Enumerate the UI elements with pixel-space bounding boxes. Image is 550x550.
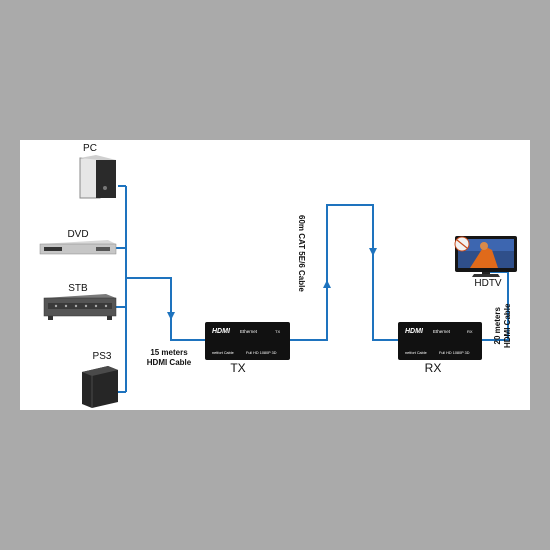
hdmi-out-length: 20 meters — [493, 307, 502, 345]
tx-logo: HDMI — [212, 328, 231, 335]
hdmi-out-type: HDMI Cable — [503, 303, 512, 348]
dvd-player-icon — [39, 240, 117, 255]
cat-cable — [290, 204, 398, 341]
cable-lines — [116, 185, 509, 393]
rx-model: RX — [467, 329, 473, 334]
stb-label: STB — [68, 283, 88, 294]
arrow-down-icon — [167, 312, 175, 320]
pc-tower-icon — [79, 155, 116, 199]
ps3-label: PS3 — [92, 351, 112, 362]
hdmi-in-cable — [126, 277, 205, 341]
tx-label: TX — [230, 361, 246, 375]
arrow-down-icon — [369, 248, 377, 256]
ps3-console-icon — [82, 366, 118, 408]
pc-label: PC — [83, 143, 97, 154]
tx-model: TX — [275, 329, 280, 334]
hdmi-in-length: 15 meters — [150, 348, 188, 357]
tx-bottom-left: netfort Cable — [212, 351, 234, 355]
rx-label: RX — [424, 361, 442, 375]
rx-bottom-left: netfort Cable — [405, 351, 427, 355]
stb-icon — [43, 294, 117, 320]
dvd-label: DVD — [67, 229, 89, 240]
rx-unit: HDMI Ethernet RX netfort Cable Full HD 1… — [398, 322, 482, 360]
rx-bottom-right: Full HD 1080P 3D — [439, 351, 470, 355]
tx-sub: Ethernet — [240, 329, 258, 334]
hdmi-out-cable-label: 20 meters HDMI Cable — [493, 304, 513, 348]
tx-bottom-right: Full HD 1080P 3D — [246, 351, 277, 355]
tx-unit: HDMI Ethernet TX netfort Cable Full HD 1… — [205, 322, 290, 360]
hdmi-in-type: HDMI Cable — [146, 358, 192, 367]
hdmi-in-cable-label: 15 meters HDMI Cable — [138, 348, 200, 368]
rx-sub: Ethernet — [433, 329, 451, 334]
hdtv-icon — [454, 236, 517, 277]
arrow-up-icon — [323, 280, 331, 288]
rx-logo: HDMI — [405, 328, 424, 335]
hdtv-label: HDTV — [474, 278, 502, 289]
cable-arrows — [167, 248, 377, 320]
cat-cable-label: 60m CAT 5E/6 Cable — [297, 215, 306, 292]
